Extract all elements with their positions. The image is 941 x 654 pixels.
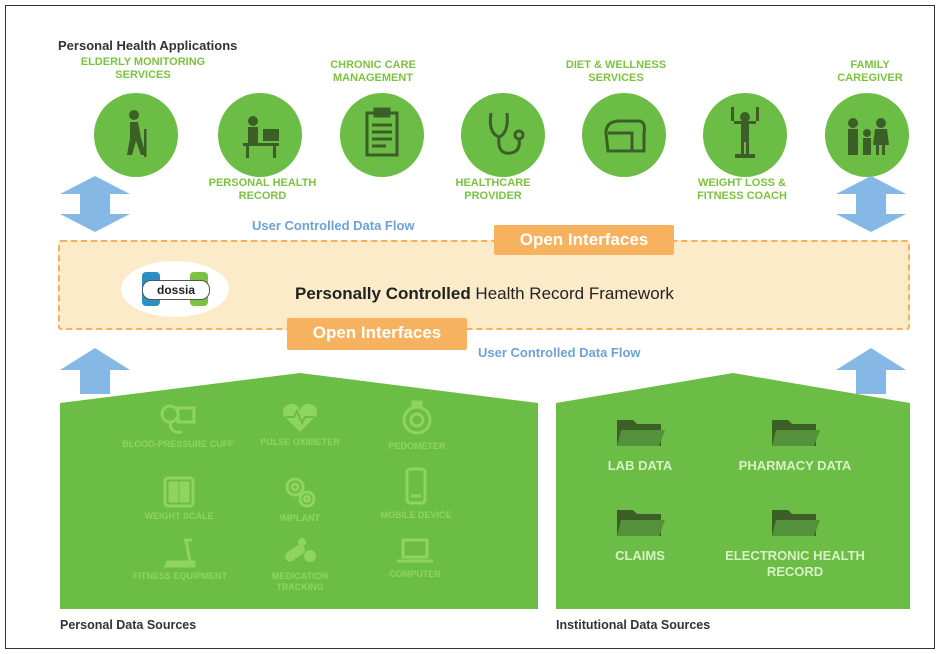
label-personal-health-record: PERSONAL HEALTH RECORD <box>208 177 317 202</box>
open-interfaces-top: Open Interfaces <box>494 225 674 255</box>
label-elderly-monitoring: ELDERLY MONITORING SERVICES <box>80 56 206 81</box>
weightlifter-icon <box>703 93 787 177</box>
folder-icon <box>617 420 665 446</box>
mobile-device-label: MOBILE DEVICE <box>380 510 452 520</box>
implant-label: IMPLANT <box>280 513 320 523</box>
up-arrow-left <box>60 348 130 394</box>
double-arrow-left <box>60 176 130 232</box>
framework-title: Personally Controlled Health Record Fram… <box>295 284 674 304</box>
pedometer-icon <box>402 400 432 435</box>
lab-data-label: LAB DATA <box>607 458 673 473</box>
framework-title-rest: Health Record Framework <box>470 284 674 303</box>
pedometer-item: PEDOMETER <box>372 400 462 452</box>
weight-scale-label: WEIGHT SCALE <box>144 511 214 521</box>
treadmill-icon <box>163 538 196 568</box>
personal-sources-label: Personal Data Sources <box>60 618 197 632</box>
pharmacy-data-item: PHARMACY DATA <box>720 414 870 474</box>
medication-label: MEDICATION TRACKING <box>271 571 329 592</box>
fitness-equipment-item: FITNESS EQUIPMENT <box>130 534 230 582</box>
lab-data-item: LAB DATA <box>590 414 690 474</box>
label-family-caregiver: FAMILY CAREGIVER <box>837 59 903 84</box>
user-controlled-flow-bottom: User Controlled Data Flow <box>478 345 641 360</box>
section-title-applications: Personal Health Applications <box>58 38 238 53</box>
pedometer-label: PEDOMETER <box>388 441 446 451</box>
claims-label: CLAIMS <box>615 548 665 563</box>
clipboard-icon <box>340 93 424 177</box>
label-chronic-care: CHRONIC CARE MANAGEMENT <box>330 59 416 84</box>
pills-icon <box>285 538 316 562</box>
bread-icon <box>582 93 666 177</box>
implant-item: IMPLANT <box>250 472 350 524</box>
stethoscope-icon <box>461 93 545 177</box>
weight-scale-item: WEIGHT SCALE <box>125 474 233 522</box>
heart-pulse-icon <box>282 403 318 432</box>
user-controlled-flow-top: User Controlled Data Flow <box>252 218 415 233</box>
pharmacy-data-label: PHARMACY DATA <box>738 458 852 473</box>
laptop-icon <box>397 538 433 563</box>
claims-item: CLAIMS <box>590 504 690 564</box>
institutional-sources-label: Institutional Data Sources <box>556 618 711 632</box>
family-icon <box>825 93 909 177</box>
ehr-label: ELECTRONIC HEALTH RECORD <box>725 548 865 579</box>
bp-cuff-icon <box>160 404 196 434</box>
label-diet-wellness: DIET & WELLNESS SERVICES <box>565 59 667 84</box>
folder-icon <box>772 510 820 536</box>
pulse-oximeter-item: PULSE OXIMETER <box>250 400 350 448</box>
folder-icon <box>772 420 820 446</box>
label-weight-loss: WEIGHT LOSS & FITNESS COACH <box>697 177 787 202</box>
desk-person-icon <box>218 93 302 177</box>
bp-cuff-label: BLOOD-PRESSURE CUFF <box>122 439 234 449</box>
pulse-oximeter-label: PULSE OXIMETER <box>260 437 340 447</box>
medication-item: MEDICATION TRACKING <box>250 534 350 593</box>
dossia-logo-text: dossia <box>142 280 210 300</box>
computer-item: COMPUTER <box>370 536 460 580</box>
computer-label: COMPUTER <box>389 569 441 579</box>
walker-icon <box>94 93 178 177</box>
double-arrow-right <box>836 176 906 232</box>
framework-title-bold: Personally Controlled <box>295 284 471 303</box>
weight-scale-icon <box>163 476 195 508</box>
gears-icon <box>285 477 316 508</box>
label-healthcare-provider: HEALTHCARE PROVIDER <box>455 177 531 202</box>
mobile-device-item: MOBILE DEVICE <box>366 467 466 521</box>
up-arrow-right <box>836 348 906 394</box>
folder-icon <box>617 510 665 536</box>
open-interfaces-bottom: Open Interfaces <box>287 318 467 350</box>
bp-cuff-item: BLOOD-PRESSURE CUFF <box>118 402 238 450</box>
mobile-phone-icon <box>405 467 427 505</box>
fitness-equipment-label: FITNESS EQUIPMENT <box>132 571 227 581</box>
ehr-item: ELECTRONIC HEALTH RECORD <box>720 504 870 580</box>
